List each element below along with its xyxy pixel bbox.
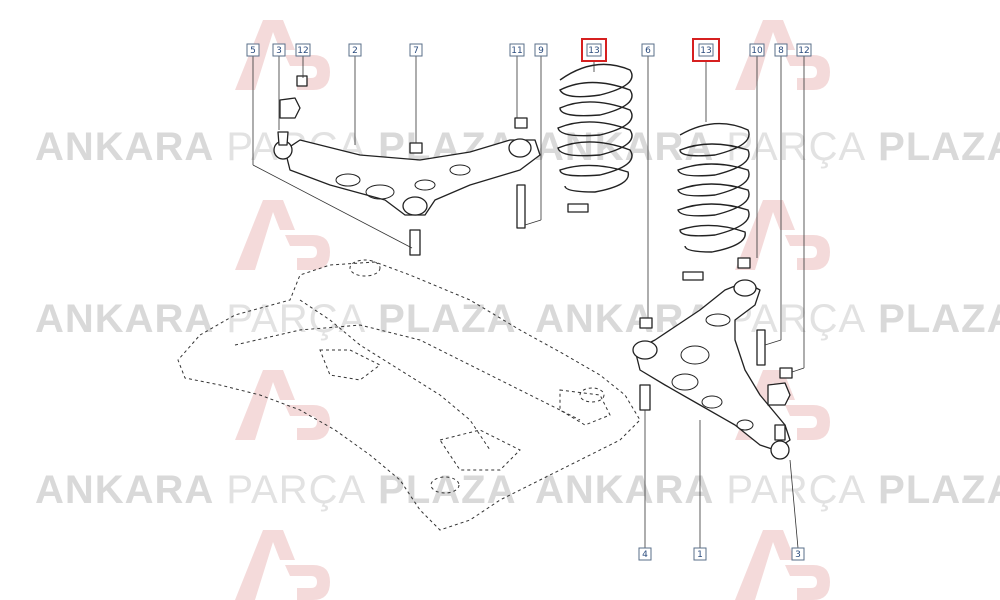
svg-text:11: 11 — [511, 46, 522, 56]
callout-3: 3 — [272, 43, 286, 57]
svg-text:6: 6 — [645, 46, 651, 56]
callout-7: 7 — [409, 43, 423, 57]
svg-text:2: 2 — [352, 46, 358, 56]
callout-12-right: 12 — [796, 43, 812, 57]
watermark-logo — [735, 530, 830, 600]
watermark-logo — [735, 200, 830, 270]
highlight-frame — [581, 38, 607, 62]
watermark-logo — [235, 530, 330, 600]
svg-text:13: 13 — [588, 46, 599, 56]
callout-6: 6 — [641, 43, 655, 57]
watermark-logo — [735, 20, 830, 90]
coil-spring-left — [557, 63, 633, 213]
highlight-frame — [692, 38, 720, 62]
callout-3-bottom: 3 — [791, 547, 805, 561]
svg-text:12: 12 — [798, 46, 809, 56]
svg-text:9: 9 — [538, 46, 544, 56]
svg-text:10: 10 — [751, 46, 763, 56]
svg-text:1: 1 — [697, 550, 703, 560]
svg-text:4: 4 — [642, 550, 648, 560]
svg-text:7: 7 — [413, 46, 419, 56]
watermark-logo — [235, 200, 330, 270]
svg-text:3: 3 — [795, 550, 801, 560]
stabilizer-link-left — [279, 75, 308, 119]
svg-text:13: 13 — [700, 46, 711, 56]
callout-9: 9 — [534, 43, 548, 57]
callout-4: 4 — [638, 547, 652, 561]
stabilizer-link-right — [767, 367, 793, 406]
svg-text:5: 5 — [250, 46, 256, 56]
svg-text:8: 8 — [778, 46, 784, 56]
callout-2: 2 — [348, 43, 362, 57]
watermark-logo — [235, 370, 330, 440]
callout-8: 8 — [774, 43, 788, 57]
callout-10: 10 — [749, 43, 765, 57]
callout-5: 5 — [246, 43, 260, 57]
callout-1: 1 — [693, 547, 707, 561]
callout-13-right: 13 — [692, 38, 720, 62]
leader-lines — [252, 56, 805, 549]
callout-12: 12 — [295, 43, 311, 57]
callout-13-left: 13 — [581, 38, 607, 62]
callout-11: 11 — [509, 43, 525, 57]
lower-arm-right — [632, 257, 791, 460]
svg-text:3: 3 — [276, 46, 282, 56]
lower-arm-left — [273, 117, 541, 256]
svg-text:12: 12 — [297, 46, 308, 56]
coil-spring-right — [677, 122, 750, 281]
subframe-crossmember — [177, 259, 641, 531]
watermark-logo — [235, 20, 330, 90]
